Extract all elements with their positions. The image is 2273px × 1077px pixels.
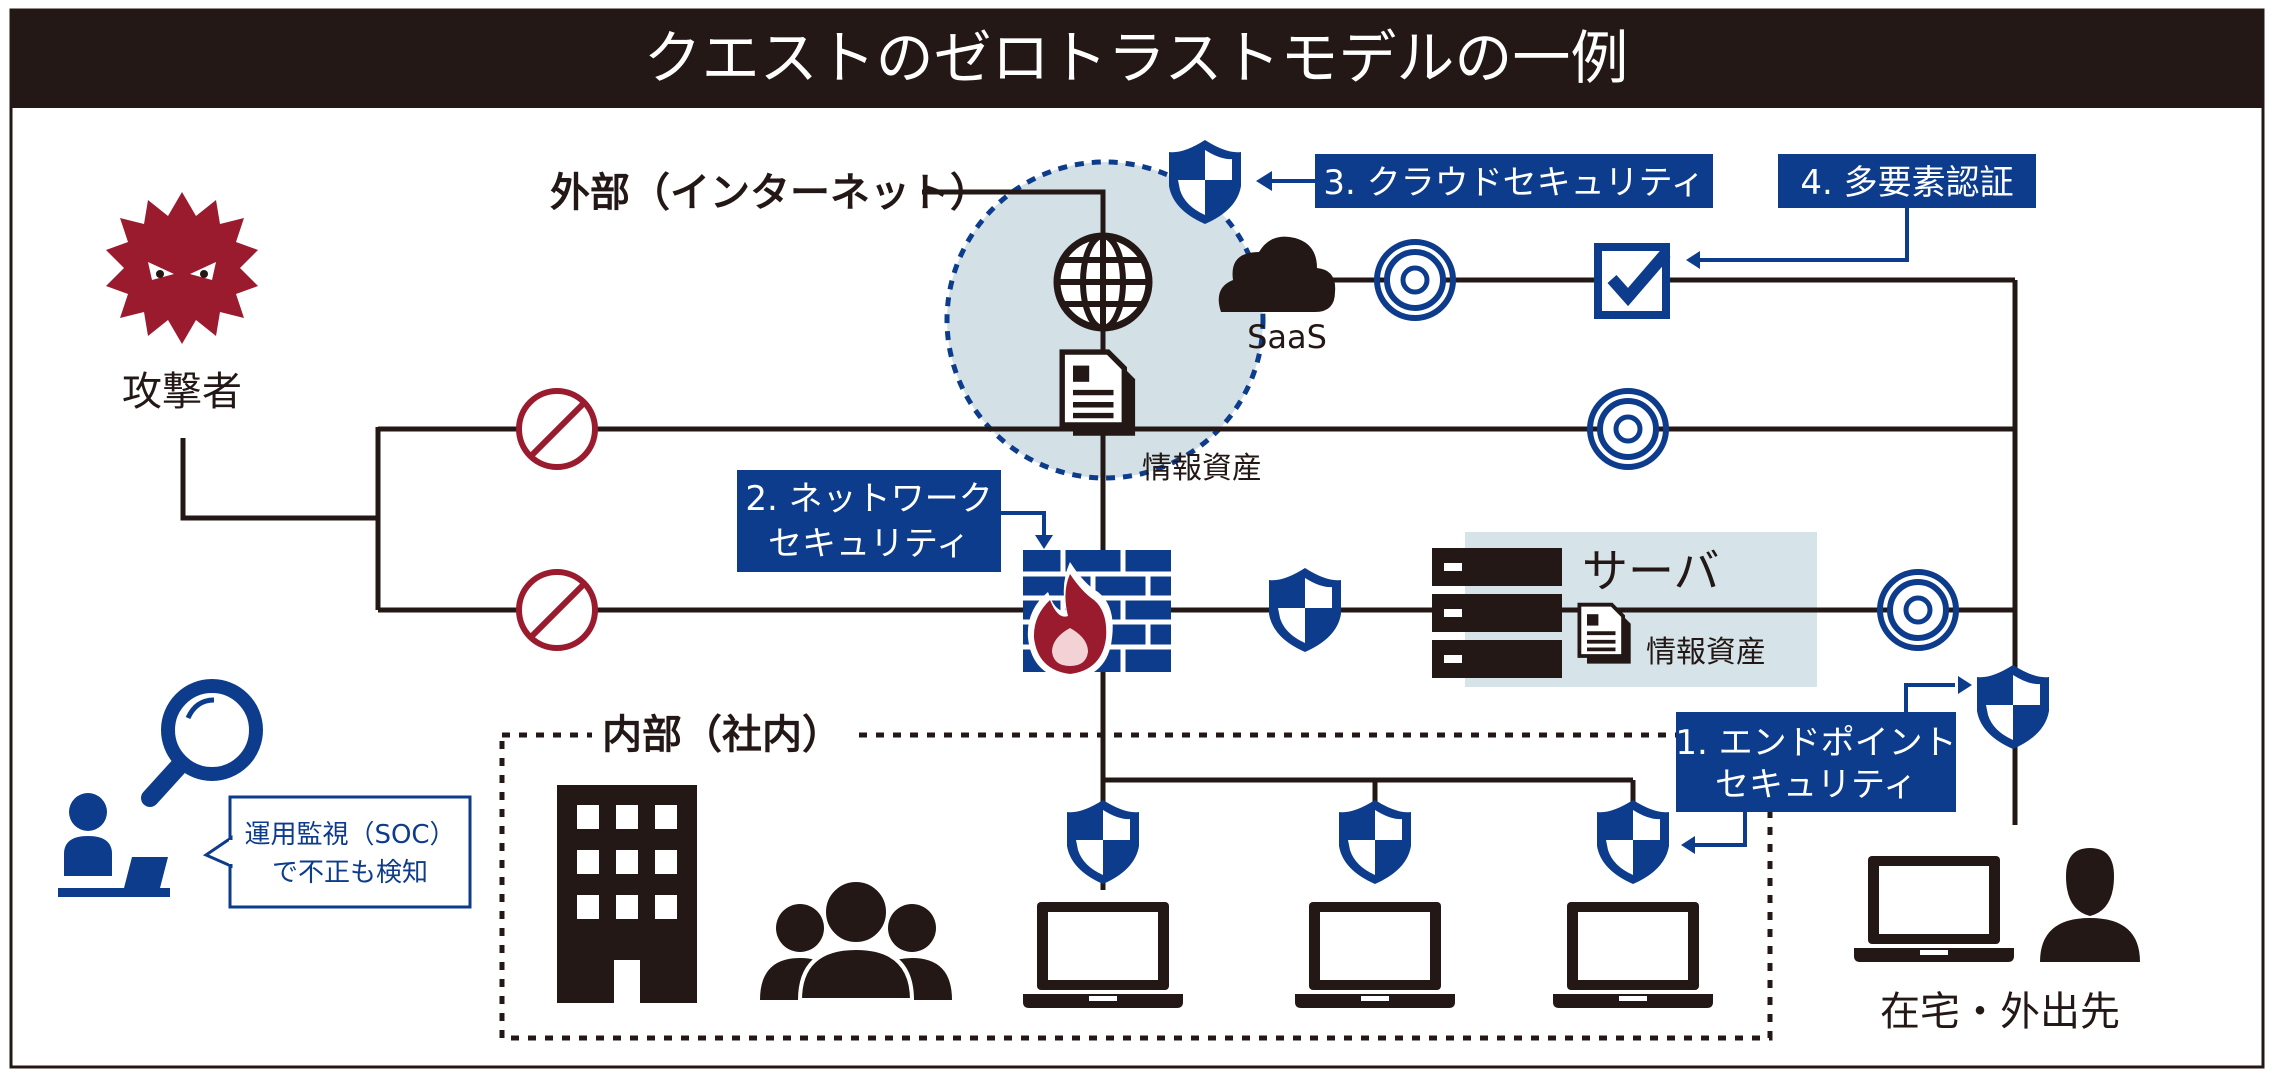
arrow-head <box>1035 535 1053 549</box>
callout-endpoint-line2: セキュリティ <box>1715 765 1917 805</box>
diagram-title: クエストのゼロトラストモデルの一例 <box>644 24 1629 92</box>
callout-network-line1: 2. ネットワーク <box>745 479 992 519</box>
arrow-mfa <box>1700 208 1909 262</box>
virus-icon <box>106 192 258 344</box>
soc-text-line1: 運用監視（SOC） <box>244 820 455 850</box>
cloud-icon <box>1218 236 1336 312</box>
callout-endpoint-line1: 1. エンドポイント <box>1675 723 1956 763</box>
arrow-endpoint-internal <box>1695 812 1747 847</box>
prohibited-icon <box>519 391 595 467</box>
target-icon <box>1377 242 1453 318</box>
internal-label-bg <box>592 708 854 762</box>
info-asset-label: 情報資産 <box>1142 451 1262 486</box>
server-label: サーバ <box>1582 544 1720 598</box>
arrow-head <box>1256 171 1272 191</box>
building-icon <box>557 785 697 1003</box>
globe-icon <box>1053 232 1153 332</box>
server-info-asset-label: 情報資産 <box>1646 635 1766 670</box>
laptop-icon <box>58 857 170 897</box>
person-icon <box>2040 848 2140 962</box>
magnifier-icon <box>141 679 263 807</box>
title-bar <box>11 10 2263 108</box>
callout-mfa-text: 4. 多要素認証 <box>1800 163 2013 203</box>
prohibited-icon <box>519 572 595 648</box>
internal-zone <box>499 732 1773 1041</box>
callout-cloud <box>1315 154 1713 208</box>
soc-speech-bubble <box>228 795 472 909</box>
callout-network <box>737 470 1001 572</box>
document-icon <box>1577 602 1633 666</box>
attacker-label: 攻撃者 <box>122 369 242 415</box>
soc-text-line2: で不正も検知 <box>272 858 428 888</box>
flame-icon <box>1027 562 1113 680</box>
target-icon <box>1880 572 1956 648</box>
arrow-endpoint-remote <box>1904 683 1955 712</box>
person-icon <box>64 793 112 876</box>
server-icon <box>1432 548 1562 678</box>
remote-label: 在宅・外出先 <box>1880 989 2120 1035</box>
external-label: 外部（インターネット） <box>550 170 990 216</box>
callout-endpoint <box>1676 712 1956 812</box>
callout-cloud-text: 3. クラウドセキュリティ <box>1323 163 1704 203</box>
group-icon <box>760 878 952 1002</box>
arrow-head <box>1681 836 1695 854</box>
checkbox-icon <box>1594 243 1671 319</box>
connection-lines <box>180 189 2018 890</box>
target-icon <box>1590 391 1666 467</box>
callout-mfa <box>1778 154 2036 208</box>
arrow-head <box>1686 251 1700 269</box>
callout-network-line2: セキュリティ <box>768 524 970 564</box>
arrow-network <box>1001 511 1046 535</box>
arrow-head <box>1958 676 1972 694</box>
internal-label: 内部（社内） <box>602 712 842 758</box>
saas-label: SaaS <box>1247 318 1327 356</box>
document-icon <box>1062 352 1135 436</box>
